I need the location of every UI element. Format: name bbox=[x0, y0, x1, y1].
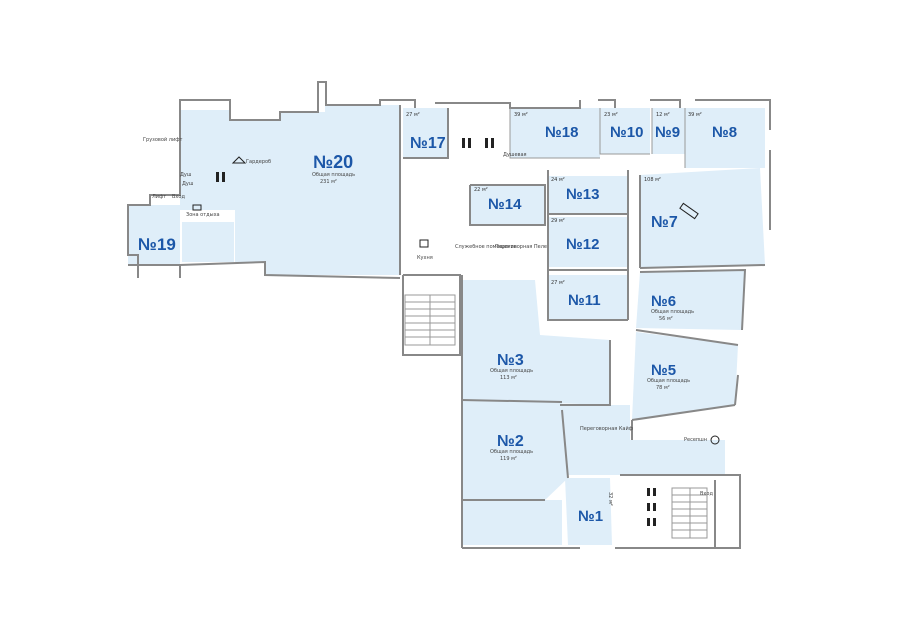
room-9[interactable] bbox=[652, 108, 685, 154]
room-18[interactable] bbox=[510, 108, 600, 158]
stairs-left bbox=[404, 294, 456, 346]
room-8-area: 39 м² bbox=[688, 112, 702, 118]
room-2-label: Общая площадь bbox=[490, 449, 533, 455]
room-5[interactable] bbox=[632, 332, 738, 420]
room-14[interactable] bbox=[470, 185, 545, 225]
room-14-number: №14 bbox=[488, 196, 522, 213]
room-13[interactable] bbox=[548, 176, 628, 214]
garderob-label: Гардероб bbox=[246, 159, 271, 165]
room-12[interactable] bbox=[548, 217, 628, 267]
room-9-area: 12 м² bbox=[656, 112, 670, 118]
room-3-area: 113 м² bbox=[500, 375, 517, 381]
dush-label-1: Душ bbox=[180, 172, 192, 178]
room-20-label: Общая площадь bbox=[312, 172, 355, 178]
room-6-area: 56 м² bbox=[659, 316, 673, 322]
cargo-lift-label: Грузовой лифт bbox=[143, 136, 182, 143]
entrance-label-right: Вход bbox=[700, 491, 713, 497]
hanger-icon bbox=[231, 156, 247, 164]
stairs-right bbox=[671, 487, 708, 539]
room-20[interactable] bbox=[180, 105, 400, 275]
room-10-number: №10 bbox=[610, 124, 643, 141]
room-6-label: Общая площадь bbox=[651, 309, 694, 315]
info-icon bbox=[710, 435, 720, 445]
room-14-area: 22 м² bbox=[474, 187, 488, 193]
rest-zone bbox=[182, 222, 234, 262]
room-17[interactable] bbox=[403, 108, 448, 158]
room-17-area: 27 м² bbox=[406, 112, 420, 118]
room-7-number: №7 bbox=[651, 214, 678, 231]
room-2[interactable] bbox=[462, 400, 568, 500]
reception-label: Ресепшн bbox=[684, 437, 707, 443]
room-1[interactable] bbox=[565, 478, 612, 545]
room-11-number: №11 bbox=[568, 292, 601, 309]
reception-area bbox=[615, 440, 725, 475]
wc-icon bbox=[216, 138, 656, 526]
room-12-number: №12 bbox=[566, 236, 599, 253]
room-20-number: №20 bbox=[313, 152, 353, 172]
room-11-area: 27 м² bbox=[551, 280, 565, 286]
room-5-area: 78 м² bbox=[656, 385, 670, 391]
room-3-label: Общая площадь bbox=[490, 368, 533, 374]
room-13-area: 24 м² bbox=[551, 177, 565, 183]
room-17-number: №17 bbox=[410, 135, 446, 152]
room-5-label: Общая площадь bbox=[647, 378, 690, 384]
room-1-area: 32 м² bbox=[607, 492, 613, 506]
room-6[interactable] bbox=[636, 270, 745, 330]
room-2-lower bbox=[462, 500, 562, 545]
room-12-area: 29 м² bbox=[551, 218, 565, 224]
coffee-icon bbox=[419, 239, 429, 248]
meeting-room-kayf-label: Переговорная Кайф bbox=[580, 425, 633, 432]
room-3[interactable] bbox=[462, 280, 610, 405]
room-18-area: 39 м² bbox=[514, 112, 528, 118]
room-8-number: №8 bbox=[712, 124, 737, 141]
room-18-number: №18 bbox=[545, 124, 578, 141]
shower-room-label: Душевая bbox=[503, 152, 527, 158]
room-19-number: №19 bbox=[138, 235, 176, 254]
room-10[interactable] bbox=[600, 108, 650, 154]
sofa-icon bbox=[192, 204, 202, 211]
walls bbox=[127, 81, 771, 549]
meeting-room-pele-label: Переговорная Пеле bbox=[495, 244, 547, 250]
room-2-area: 119 м² bbox=[500, 456, 517, 462]
room-11[interactable] bbox=[548, 275, 628, 320]
lift-label-left: Лифт bbox=[152, 194, 166, 200]
entrance-label-left: Вход bbox=[172, 194, 185, 200]
room-1-number: №1 bbox=[578, 508, 603, 525]
room-13-number: №13 bbox=[566, 186, 599, 203]
room-5-number: №5 bbox=[651, 362, 676, 379]
room-20-area: 231 м² bbox=[320, 179, 337, 185]
room-9-number: №9 bbox=[655, 124, 680, 141]
room-8[interactable] bbox=[685, 108, 765, 168]
service-room-label: Служебное помещение bbox=[455, 244, 517, 250]
room-2-number: №2 bbox=[497, 433, 524, 450]
room-7-area: 108 м² bbox=[644, 177, 661, 183]
room-10-area: 23 м² bbox=[604, 112, 618, 118]
rest-zone-label: Зона отдыха bbox=[186, 212, 220, 218]
dush-label-2: Душ bbox=[182, 181, 194, 187]
kitchen-label: Кухня bbox=[417, 255, 433, 261]
room-7[interactable] bbox=[640, 168, 765, 268]
table-icon bbox=[679, 202, 699, 220]
room-6-number: №6 bbox=[651, 293, 676, 310]
room-3-number: №3 bbox=[497, 352, 524, 369]
